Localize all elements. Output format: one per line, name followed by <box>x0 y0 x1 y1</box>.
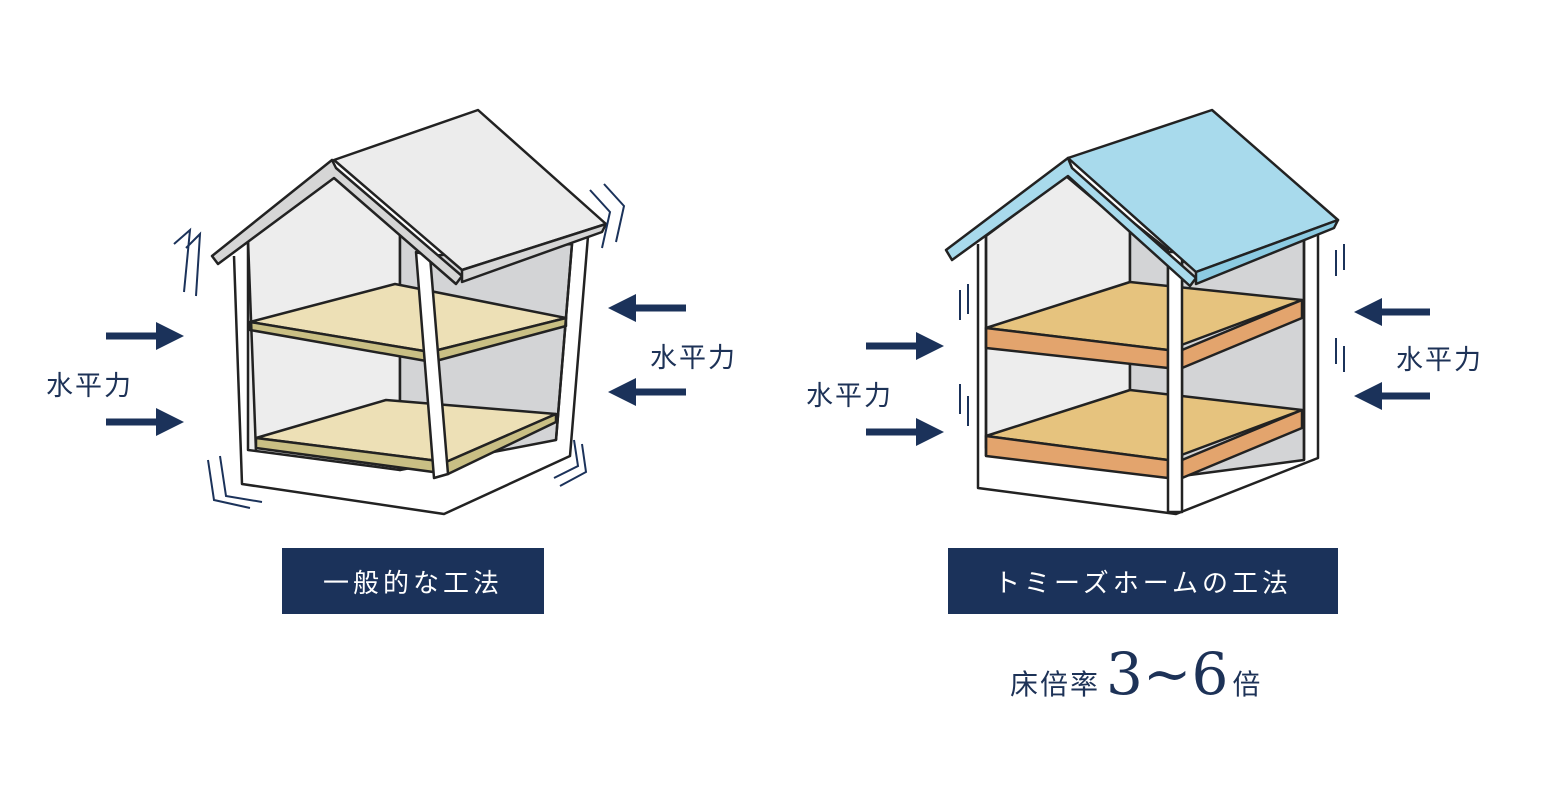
tomys-outer-frame <box>976 232 1320 516</box>
force-label-tomys-left: 水平力 <box>806 381 893 412</box>
force-label-conventional-right: 水平力 <box>650 343 737 374</box>
force-label-conventional-left: 水平力 <box>46 371 133 402</box>
conventional-motion-marks <box>173 183 626 509</box>
tomys-caption: トミーズホームの工法 <box>948 548 1338 614</box>
conventional-caption: 一般的な工法 <box>282 548 544 614</box>
conventional-roof-left-slope <box>210 158 464 286</box>
floor-ratio: 床倍率 3~6 倍 <box>1010 640 1262 708</box>
conventional-roof-fascia <box>460 222 608 284</box>
floor-ratio-suffix: 倍 <box>1232 668 1263 701</box>
tomys-center-post <box>1166 250 1184 514</box>
conventional-right-inner-post <box>554 243 574 441</box>
force-label-tomys-right: 水平力 <box>1396 345 1483 376</box>
conventional-house-illustration <box>210 108 608 516</box>
floor-ratio-value: 3~6 <box>1106 640 1229 708</box>
tomys-roof-fascia <box>1194 218 1340 286</box>
tomys-stability-marks <box>959 244 1345 426</box>
conventional-left-wall <box>232 235 590 516</box>
floor-ratio-prefix: 床倍率 <box>1010 668 1101 701</box>
conventional-left-inner-post <box>246 239 258 453</box>
tomys-force-arrows <box>866 298 1430 446</box>
conventional-force-arrows <box>106 294 686 436</box>
tomys-house-illustration <box>944 108 1340 516</box>
